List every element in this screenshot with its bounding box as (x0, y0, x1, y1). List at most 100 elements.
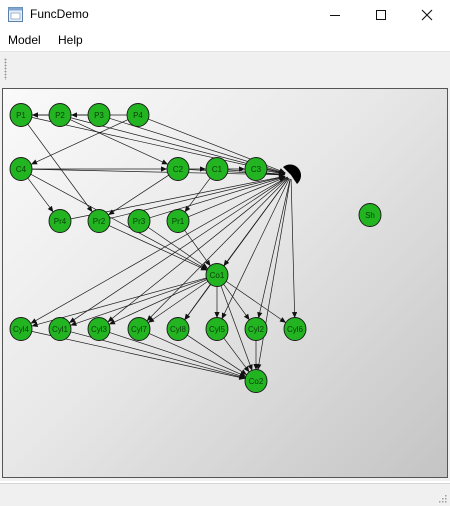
node-label: Cyl2 (248, 325, 265, 334)
edge-arrowhead (184, 313, 191, 321)
node-label: Pr3 (133, 217, 146, 226)
edge-Cyl3-Co2 (109, 332, 246, 378)
menu-help[interactable]: Help (58, 33, 83, 47)
edge-arrowhead (278, 170, 286, 176)
node-circle (166, 157, 190, 181)
edge-Hub-Cyl7 (146, 177, 289, 322)
edge-Co1-Cyl6 (225, 280, 287, 324)
toolbar-grip[interactable] (4, 58, 7, 80)
node-label: Cyl7 (131, 325, 148, 334)
node-Cyl3[interactable]: Cyl3 (87, 317, 111, 341)
node-circle (205, 157, 229, 181)
close-button[interactable] (404, 0, 450, 30)
node-label: P2 (55, 111, 65, 120)
menu-bar: Model Help (0, 30, 450, 50)
maximize-button[interactable] (358, 0, 404, 30)
node-label: Cyl5 (209, 325, 226, 334)
node-P4[interactable]: P4 (126, 103, 150, 127)
edge-C4-Hub (31, 168, 286, 176)
node-C3[interactable]: C3 (244, 157, 268, 181)
edge-arrowhead (200, 166, 206, 172)
edge-C2-Pr2 (107, 174, 170, 216)
node-Co2[interactable]: Co2 (244, 369, 268, 393)
node-Pr3[interactable]: Pr3 (127, 209, 151, 233)
edge-Pr4-Hub (70, 175, 286, 220)
edge-Hub-Cyl5 (221, 178, 290, 320)
node-circle (126, 103, 150, 127)
node-circle (9, 317, 33, 341)
edge-arrowhead (201, 263, 208, 269)
edge-arrowhead (146, 315, 153, 322)
edge-P4-C4 (30, 119, 129, 165)
node-label: C2 (173, 165, 184, 174)
edge-Pr2-Co1 (108, 225, 208, 271)
node-P1[interactable]: P1 (9, 103, 33, 127)
node-P2[interactable]: P2 (48, 103, 72, 127)
node-Pr2[interactable]: Pr2 (87, 209, 111, 233)
node-Sh[interactable]: Sh (358, 203, 382, 227)
edge-Co1-Cyl2 (223, 283, 250, 321)
menu-model[interactable]: Model (8, 33, 41, 47)
edge-arrowhead (291, 311, 298, 319)
node-Cyl7[interactable]: Cyl7 (127, 317, 151, 341)
node-label: P3 (94, 111, 104, 120)
hub-marker (283, 164, 302, 184)
node-label: Cyl8 (170, 325, 187, 334)
node-label: Cyl1 (52, 325, 69, 334)
edge-Co1-Cyl3 (108, 279, 208, 325)
edge-arrowhead (204, 259, 211, 267)
node-circle (48, 103, 72, 127)
node-Cyl5[interactable]: Cyl5 (205, 317, 229, 341)
node-circle (244, 157, 268, 181)
node-Cyl4[interactable]: Cyl4 (9, 317, 33, 341)
edge-arrowhead (279, 317, 286, 323)
node-label: P1 (16, 111, 26, 120)
edge-arrowhead (31, 321, 39, 327)
node-circle (87, 103, 111, 127)
edge-C1-Pr1 (184, 177, 211, 213)
edge-arrowhead (47, 205, 54, 213)
edge-arrowhead (221, 312, 227, 320)
node-Pr1[interactable]: Pr1 (166, 209, 190, 233)
node-Co1[interactable]: Co1 (205, 263, 229, 287)
edge-Pr1-Hub (188, 176, 286, 218)
node-label: C1 (212, 165, 223, 174)
edge-Cyl8-Co2 (186, 334, 248, 376)
node-Cyl2[interactable]: Cyl2 (244, 317, 268, 341)
minimize-button[interactable] (312, 0, 358, 30)
node-circle (127, 317, 151, 341)
node-Pr4[interactable]: Pr4 (48, 209, 72, 233)
node-C1[interactable]: C1 (205, 157, 229, 181)
edge-Co1-Cyl1 (70, 278, 207, 326)
edge-arrowhead (32, 112, 38, 118)
edge-Hub-Cyl4 (30, 176, 288, 324)
edge-arrowhead (239, 166, 245, 172)
node-label: Co2 (249, 377, 264, 386)
hub-node[interactable] (283, 164, 302, 184)
node-Cyl1[interactable]: Cyl1 (48, 317, 72, 341)
edge-arrowhead (69, 317, 76, 323)
node-circle (9, 157, 33, 181)
node-P3[interactable]: P3 (87, 103, 111, 127)
node-Cyl6[interactable]: Cyl6 (283, 317, 307, 341)
edge-Pr3-Hub (149, 176, 286, 219)
node-label: Pr1 (172, 217, 185, 226)
edge-arrowhead (30, 159, 38, 165)
title-bar[interactable]: FuncDemo (0, 0, 450, 30)
node-C4[interactable]: C4 (9, 157, 33, 181)
edge-Cyl5-Co2 (223, 337, 250, 373)
edge-arrowhead (86, 205, 93, 213)
node-Cyl8[interactable]: Cyl8 (166, 317, 190, 341)
edge-C4-Co1 (30, 173, 208, 271)
edge-arrowhead (243, 313, 250, 321)
edge-arrowhead (184, 205, 191, 213)
node-circle (244, 369, 268, 393)
node-C2[interactable]: C2 (166, 157, 190, 181)
resize-grip-icon[interactable] (437, 493, 447, 503)
edge-arrowhead (70, 321, 77, 326)
node-label: Cyl3 (91, 325, 108, 334)
